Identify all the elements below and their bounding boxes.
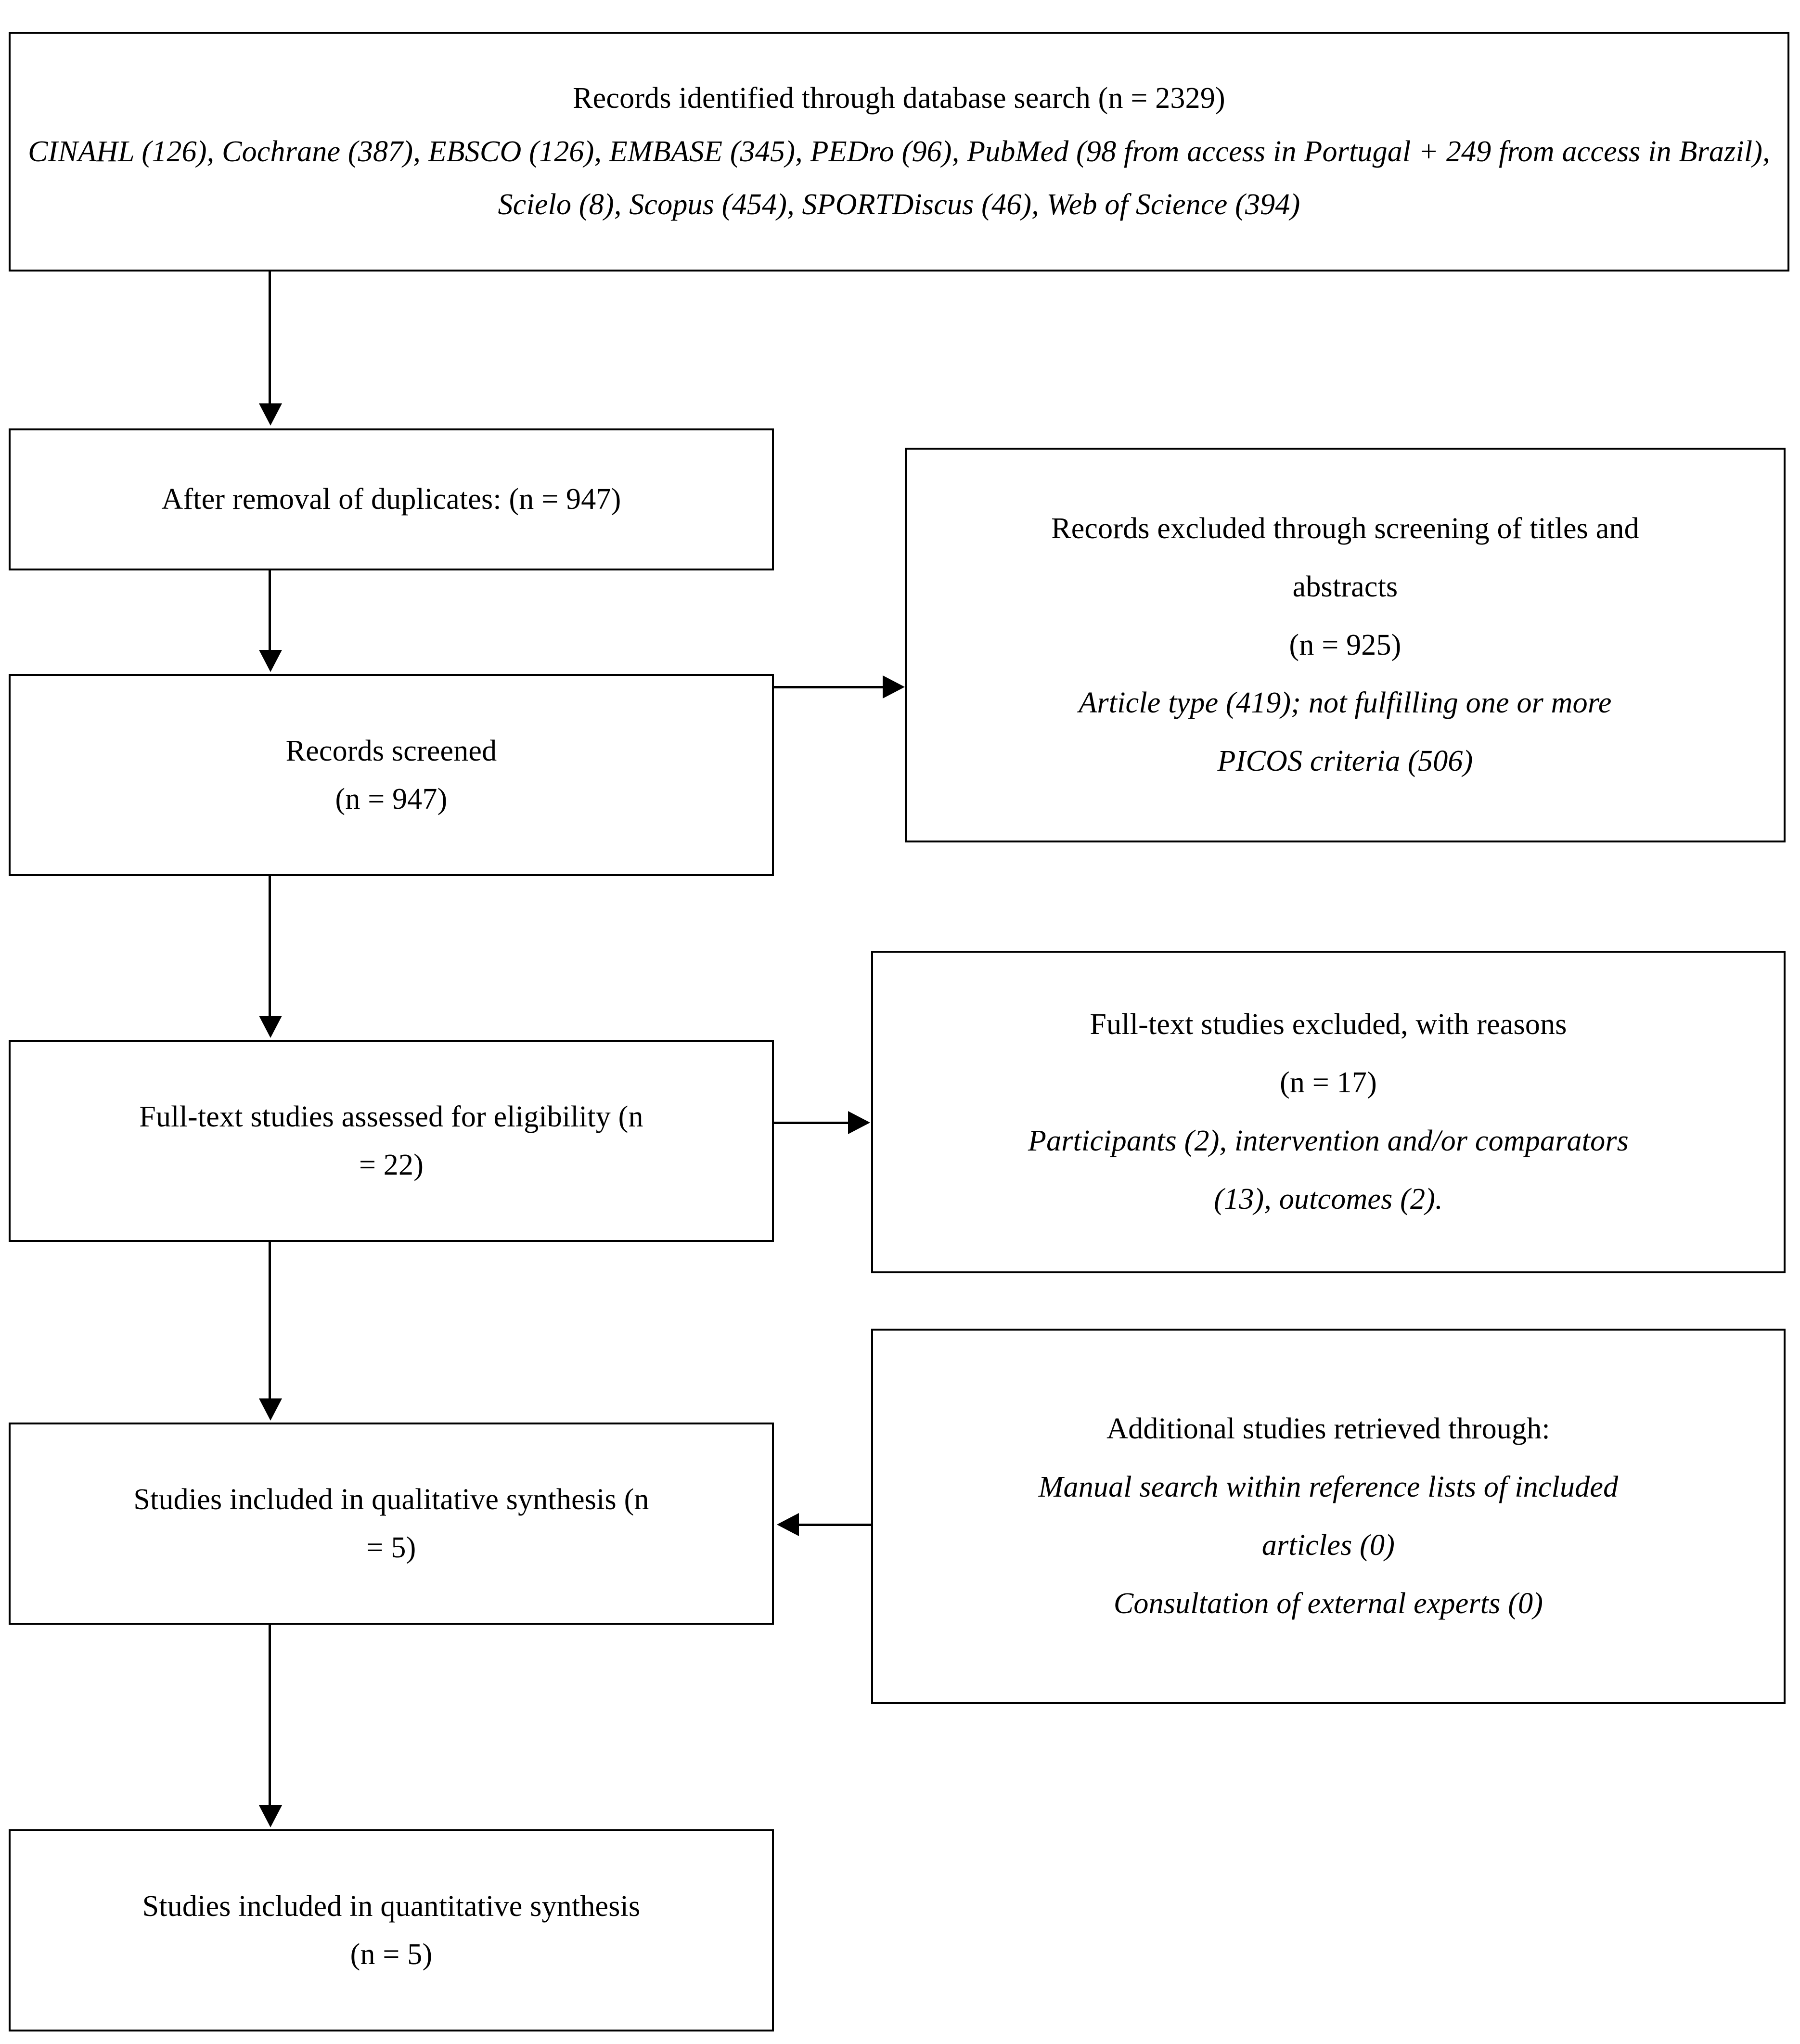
arrowhead-quantitative [259,1805,282,1827]
connector-identified-to-duplicates [269,272,271,406]
duplicates-text: After removal of duplicates: (n = 947) [161,483,621,516]
arrowhead-fulltext [259,1016,282,1038]
connector-fulltext-to-qualitative [269,1242,271,1401]
records-identified-sources: CINAHL (126), Cochrane (387), EBSCO (126… [28,135,1770,221]
additional-studies-source1: Manual search within reference lists of … [1038,1471,1619,1504]
arrowhead-excluded-screening [883,675,905,699]
connector-duplicates-to-screened [269,570,271,652]
arrowhead-duplicates [259,403,282,426]
arrowhead-excluded-fulltext [848,1111,870,1134]
full-text-assessed-line2: = 22) [359,1149,424,1181]
connector-fulltext-to-excluded [774,1122,850,1124]
node-included-quantitative-synthesis: Studies included in quantitative synthes… [9,1829,774,2031]
excluded-screening-reason2: PICOS criteria (506) [1217,745,1473,778]
records-identified-heading: Records identified through database sear… [573,82,1225,115]
quantitative-synthesis-line1: Studies included in quantitative synthes… [142,1889,641,1923]
node-full-text-assessed: Full-text studies assessed for eligibili… [9,1040,774,1242]
arrowhead-qualitative [259,1398,282,1421]
excluded-screening-line1: Records excluded through screening of ti… [1051,512,1639,545]
additional-studies-source1-count: articles (0) [1261,1529,1395,1562]
node-records-excluded-screening: Records excluded through screening of ti… [905,448,1786,842]
qualitative-synthesis-line1: Studies included in qualitative synthesi… [133,1483,649,1516]
excluded-screening-reason1: Article type (419); not fulfilling one o… [1079,686,1612,720]
full-text-excluded-count: (n = 17) [1280,1066,1377,1100]
full-text-excluded-line1: Full-text studies excluded, with reasons [1090,1008,1567,1041]
arrowhead-screened [259,650,282,672]
node-records-identified: Records identified through database sear… [9,32,1789,272]
connector-screened-to-excluded [774,686,885,688]
node-included-qualitative-synthesis: Studies included in qualitative synthesi… [9,1423,774,1625]
quantitative-synthesis-count: (n = 5) [350,1938,433,1971]
additional-studies-source2: Consultation of external experts (0) [1113,1587,1543,1620]
connector-additional-to-qualitative [799,1524,872,1526]
records-screened-label: Records screened [285,734,497,767]
excluded-screening-line2: abstracts [1292,570,1398,603]
records-screened-count: (n = 947) [335,783,448,815]
full-text-assessed-line1: Full-text studies assessed for eligibili… [139,1100,643,1133]
connector-qualitative-to-quantitative [269,1625,271,1808]
connector-screened-to-fulltext [269,876,271,1018]
qualitative-synthesis-line2: = 5) [366,1531,416,1564]
node-records-screened: Records screened (n = 947) [9,674,774,876]
node-full-text-excluded: Full-text studies excluded, with reasons… [871,951,1786,1273]
node-after-removal-of-duplicates: After removal of duplicates: (n = 947) [9,428,774,570]
additional-studies-heading: Additional studies retrieved through: [1106,1412,1550,1446]
full-text-excluded-reason1: Participants (2), intervention and/or co… [1028,1125,1629,1157]
full-text-excluded-reason2: (13), outcomes (2). [1214,1182,1443,1216]
arrowhead-qualitative-from-additional [777,1513,799,1536]
excluded-screening-count: (n = 925) [1289,628,1401,661]
node-additional-studies-retrieved: Additional studies retrieved through: Ma… [871,1329,1786,1704]
